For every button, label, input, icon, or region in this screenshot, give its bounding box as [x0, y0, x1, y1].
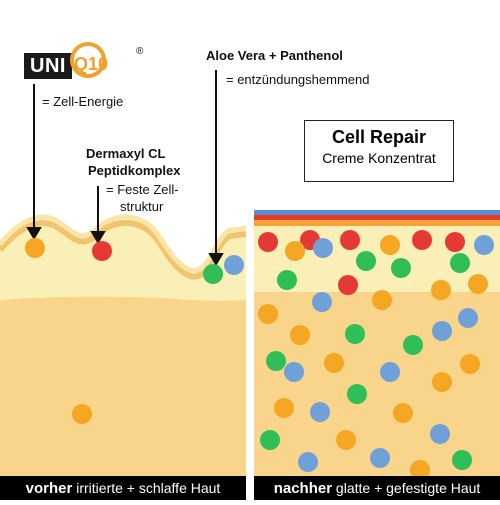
dot-green	[266, 351, 286, 371]
after-layer-orange	[254, 220, 500, 226]
dot-orange	[25, 238, 45, 258]
dot-orange	[393, 403, 413, 423]
label-peptidkomplex: Peptidkomplex	[88, 163, 181, 178]
product-title: Cell Repair	[331, 127, 427, 147]
dot-orange	[72, 404, 92, 424]
dot-orange	[410, 460, 430, 480]
before-caption-text: irritierte + schlaffe Haut	[72, 480, 221, 496]
uniq10-logo: UNI Q10 ®	[24, 42, 143, 80]
dot-green	[391, 258, 411, 278]
after-caption-text: glatte + gefestigte Haut	[332, 480, 481, 496]
dot-orange	[468, 274, 488, 294]
after-layer-red	[254, 215, 500, 220]
dot-blue	[380, 362, 400, 382]
before-wave-outline	[0, 219, 247, 280]
dot-orange	[285, 241, 305, 261]
dot-red	[258, 232, 278, 252]
before-skin	[0, 214, 247, 476]
after-dots	[258, 230, 494, 480]
dot-green	[345, 324, 365, 344]
dot-green	[450, 253, 470, 273]
dot-blue	[312, 292, 332, 312]
dot-green	[356, 251, 376, 271]
dot-green	[403, 335, 423, 355]
dot-blue	[432, 321, 452, 341]
before-dots	[25, 238, 244, 424]
dot-blue	[430, 424, 450, 444]
dot-red	[340, 230, 360, 250]
dot-orange	[336, 430, 356, 450]
arrowhead-zell-energie	[26, 227, 42, 240]
dot-orange	[431, 280, 451, 300]
label-feste-zell: = Feste Zell-	[106, 182, 179, 197]
label-entzuendungshemmend: = entzündungshemmend	[226, 72, 370, 87]
label-aloe-vera: Aloe Vera + Panthenol	[206, 48, 343, 63]
dot-blue	[313, 238, 333, 258]
after-caption: nachher glatte + gefestigte Haut	[254, 476, 500, 500]
dot-blue	[224, 255, 244, 275]
dot-green	[203, 264, 223, 284]
arrowhead-dermaxyl	[90, 231, 106, 244]
product-subtitle: Creme Konzentrat	[322, 150, 436, 166]
dot-orange	[380, 235, 400, 255]
cell-repair-box: Cell Repair Creme Konzentrat	[304, 120, 454, 182]
before-wave-highlight	[0, 214, 247, 273]
label-dermaxyl: Dermaxyl CL	[86, 146, 166, 161]
before-wrinkled-surface	[0, 222, 246, 301]
dot-orange	[290, 325, 310, 345]
dot-blue	[284, 362, 304, 382]
logo-q-circle: Q10	[69, 42, 108, 78]
dot-red	[445, 232, 465, 252]
arrowhead-aloe	[208, 253, 224, 266]
logo-box: UNI	[24, 53, 72, 79]
dot-green	[452, 450, 472, 470]
label-struktur: struktur	[120, 199, 164, 214]
label-zell-energie: = Zell-Energie	[42, 94, 124, 109]
dot-orange	[258, 304, 278, 324]
dot-green	[260, 430, 280, 450]
dot-orange	[432, 372, 452, 392]
after-layer-blue	[254, 210, 500, 215]
dot-blue	[370, 448, 390, 468]
after-caption-bold: nachher	[273, 480, 333, 497]
dot-green	[347, 384, 367, 404]
dot-blue	[298, 452, 318, 472]
dot-orange	[460, 354, 480, 374]
dot-orange	[274, 398, 294, 418]
logo-registered-mark: ®	[136, 46, 144, 57]
dot-green	[277, 270, 297, 290]
before-caption: vorher irritierte + schlaffe Haut	[0, 476, 246, 500]
before-deep-layer	[0, 290, 246, 476]
dot-red	[92, 241, 112, 261]
dot-blue	[310, 402, 330, 422]
dot-blue	[458, 308, 478, 328]
dot-red	[338, 275, 358, 295]
before-caption-bold: vorher	[25, 480, 73, 497]
dot-blue	[474, 235, 494, 255]
dot-orange	[372, 290, 392, 310]
dot-red	[412, 230, 432, 250]
dot-orange	[324, 353, 344, 373]
arrows	[26, 70, 224, 266]
